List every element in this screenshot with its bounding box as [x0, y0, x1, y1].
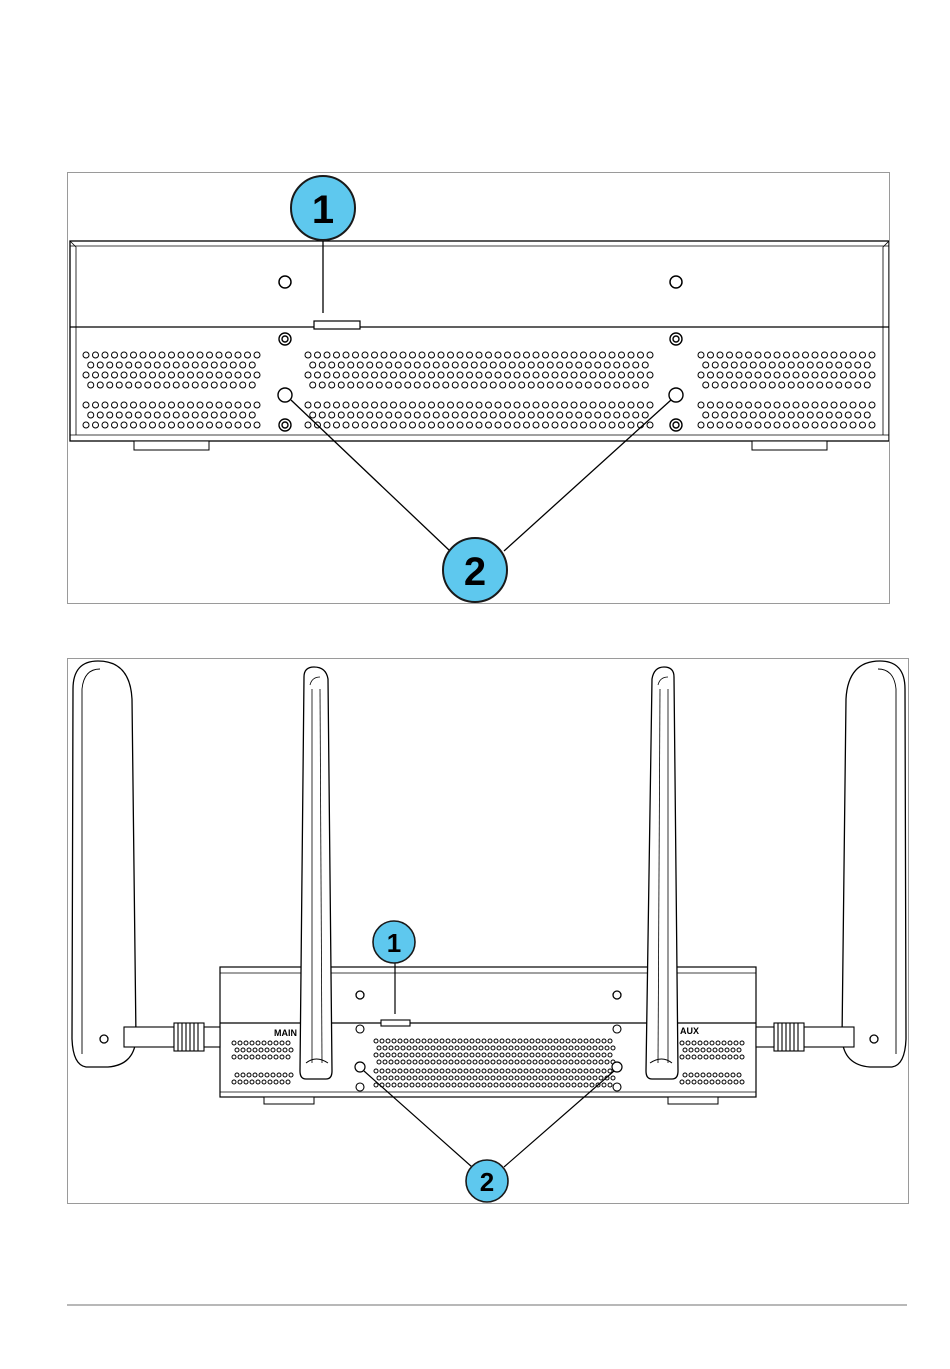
svg-text:1: 1 [312, 188, 334, 232]
left-foot [264, 1097, 314, 1104]
antenna-inner-left [300, 667, 332, 1079]
top-screw-hole-right [613, 991, 621, 999]
bottom-view-drawing: MAIN AUX [68, 659, 909, 1204]
antenna-connector-right [756, 1023, 854, 1051]
antenna-inner-right [646, 667, 678, 1079]
mounting-hole-left [355, 1062, 365, 1072]
bottom-view-figure: MAIN AUX [67, 658, 909, 1204]
svg-text:2: 2 [464, 550, 486, 594]
top-view-figure: 1 2 [67, 172, 890, 604]
svg-text:2: 2 [480, 1167, 494, 1197]
top-screw-hole-right [670, 276, 682, 288]
callout-2: 2 [466, 1160, 508, 1202]
mounting-hole-left [278, 388, 292, 402]
card-slot [314, 321, 360, 329]
right-foot [752, 441, 827, 450]
device-body [70, 241, 889, 441]
antenna-connector-left [124, 1023, 220, 1051]
antenna-outer-right [842, 661, 906, 1067]
footer-rule [67, 1304, 907, 1306]
callout-1: 1 [291, 176, 355, 240]
callout-1: 1 [373, 921, 415, 963]
card-slot [381, 1020, 410, 1026]
antenna-outer-left [72, 661, 136, 1067]
top-screw-hole-left [356, 991, 364, 999]
port-label-aux: AUX [680, 1026, 699, 1036]
mounting-hole-right [669, 388, 683, 402]
svg-text:1: 1 [387, 928, 401, 958]
left-foot [134, 441, 209, 450]
top-view-drawing: 1 2 [68, 173, 890, 604]
right-foot [668, 1097, 718, 1104]
top-screw-hole-left [279, 276, 291, 288]
callout-2: 2 [443, 538, 507, 602]
port-label-main: MAIN [274, 1028, 297, 1038]
mounting-hole-right [612, 1062, 622, 1072]
